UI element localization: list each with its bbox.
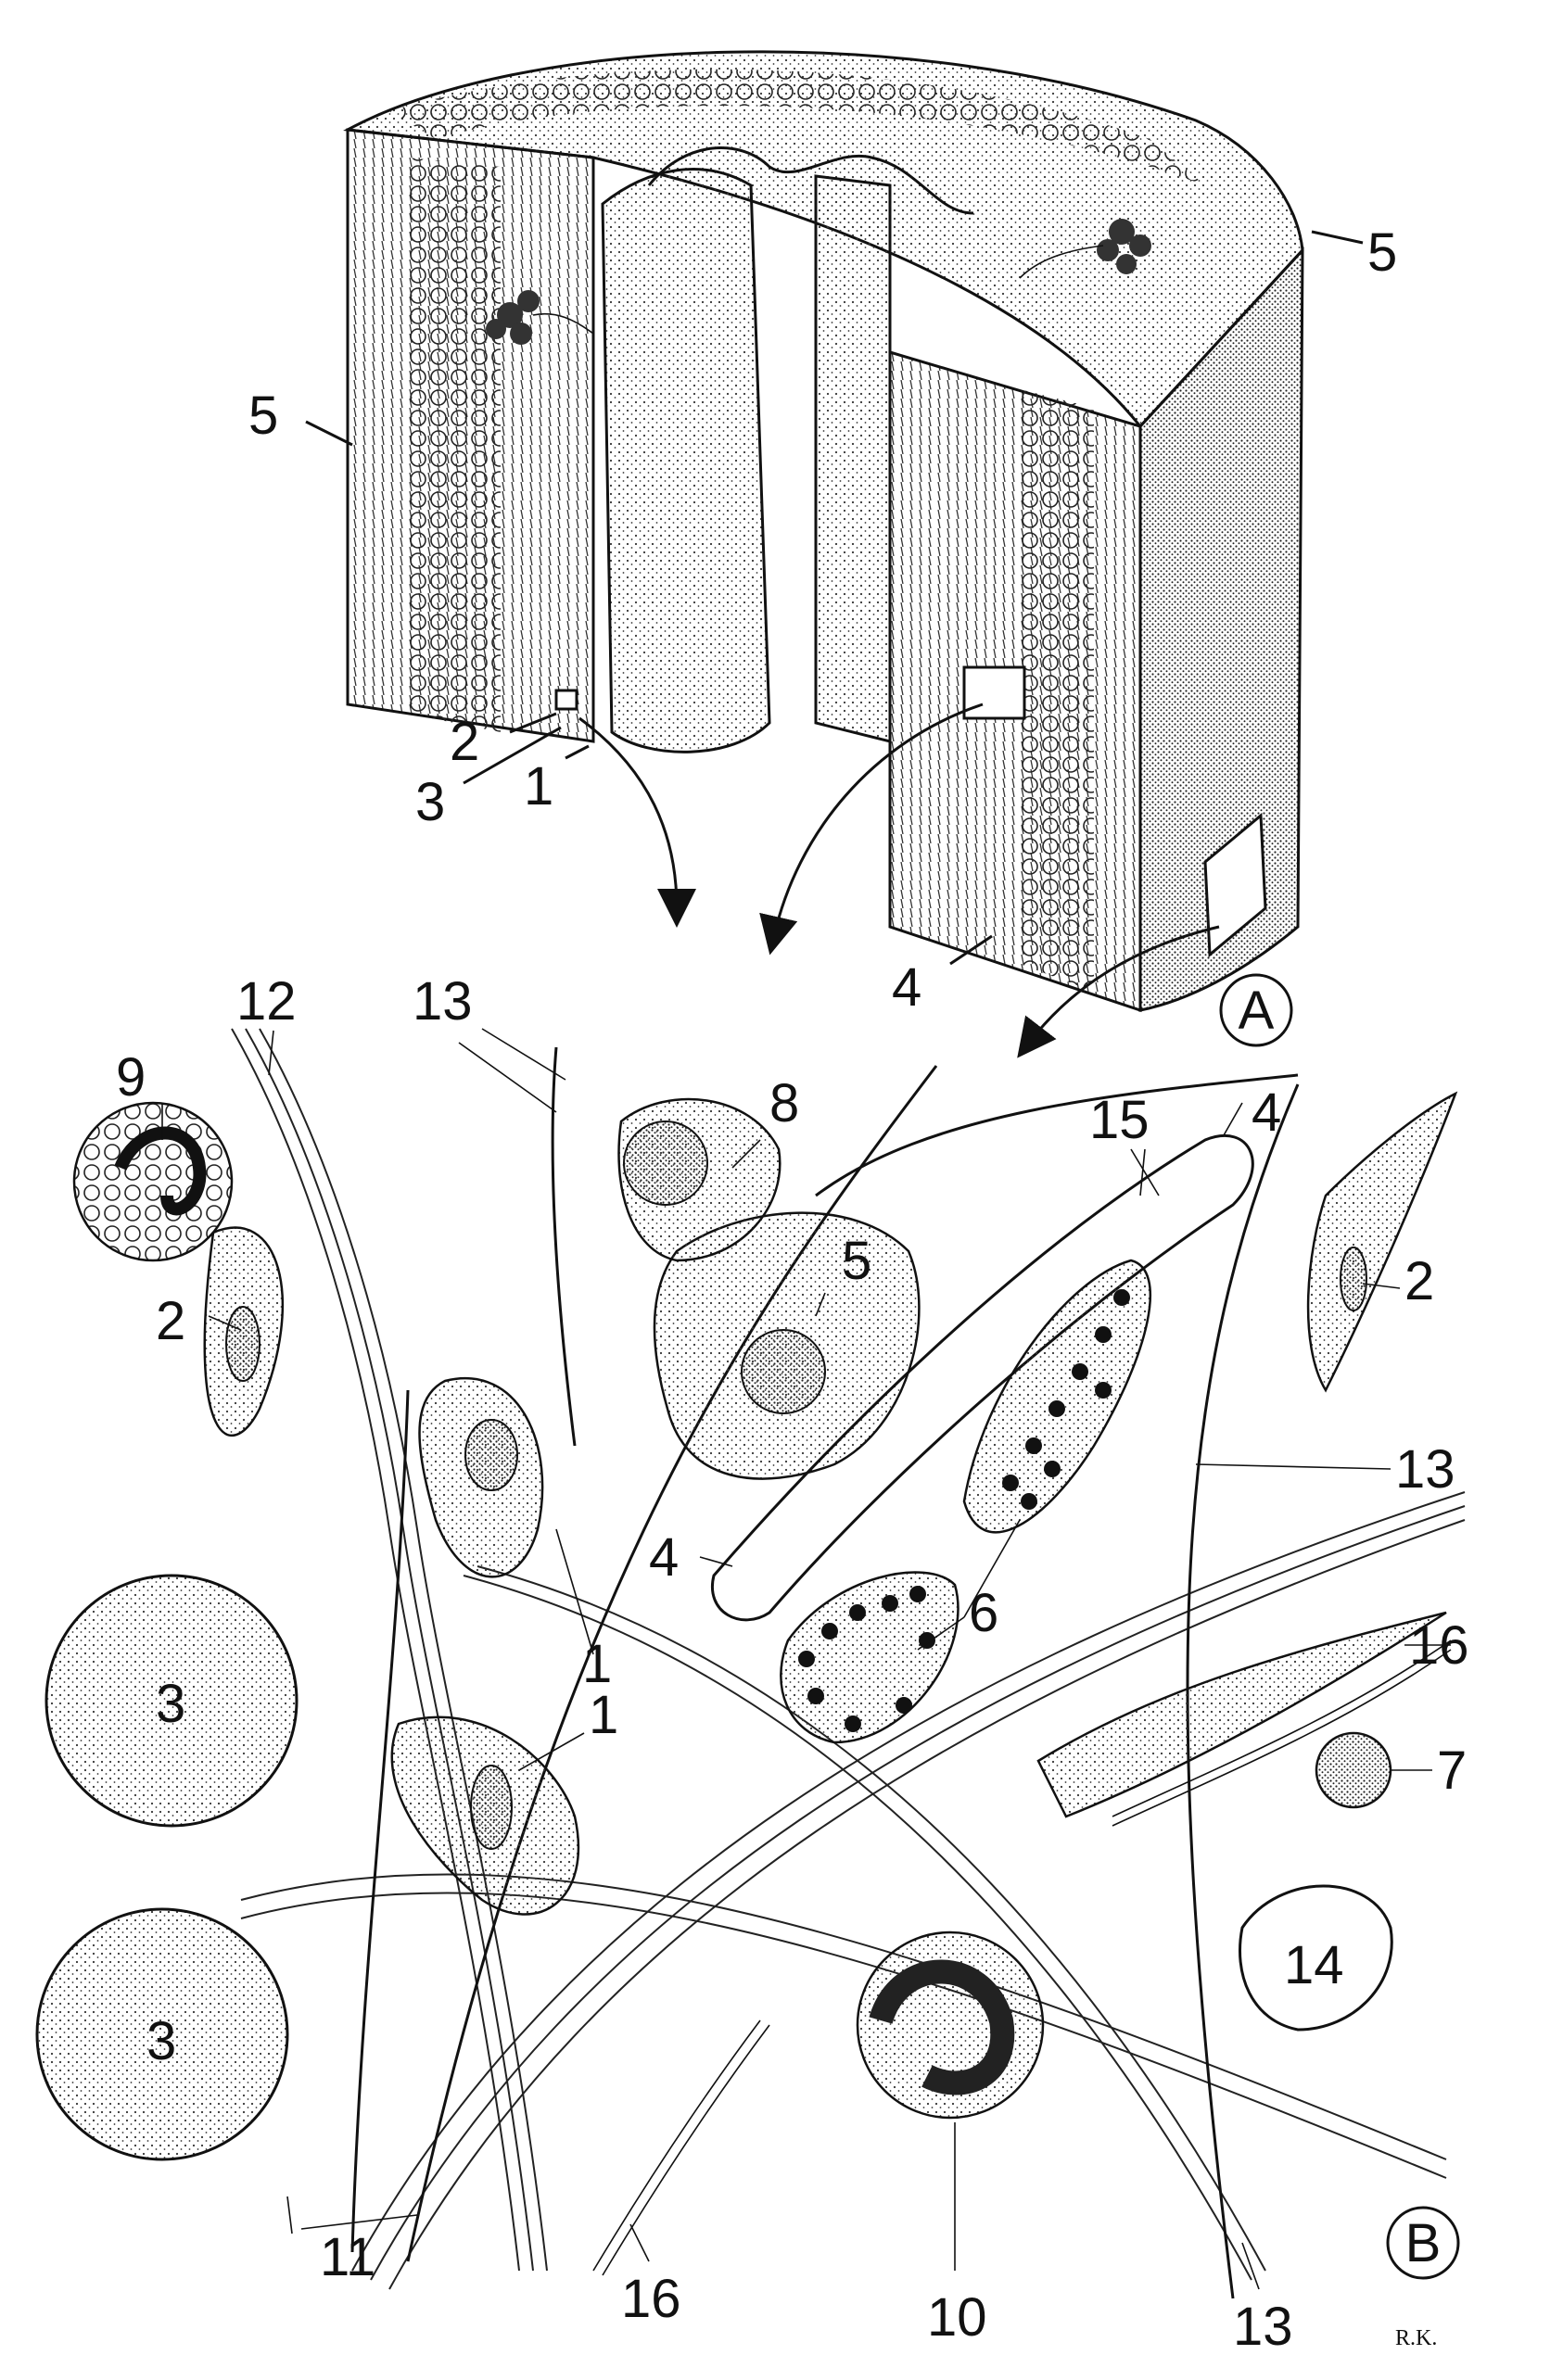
panel-b-letter: B xyxy=(1405,2213,1442,2273)
label-b-6: 6 xyxy=(969,1583,998,1643)
label-b-16-bottom: 16 xyxy=(621,2269,681,2329)
sample-window-large xyxy=(962,665,1026,720)
label-a-5-left: 5 xyxy=(248,386,278,446)
label-b-4-top: 4 xyxy=(1252,1082,1281,1143)
label-b-13-top: 13 xyxy=(413,971,473,1032)
label-a-4: 4 xyxy=(892,957,921,1018)
sample-window-small xyxy=(554,689,578,711)
label-b-5: 5 xyxy=(842,1231,871,1291)
right-wall-cell-band xyxy=(1020,389,1094,992)
label-b-16-right: 16 xyxy=(1409,1615,1469,1676)
artist-signature: R.K. xyxy=(1395,2326,1437,2350)
elastic-fibers xyxy=(350,1046,1300,2299)
label-b-1-top: 1 xyxy=(582,1634,612,1694)
label-b-11: 11 xyxy=(320,2227,375,2287)
label-b-13-mid: 13 xyxy=(1395,1439,1455,1500)
label-b-10: 10 xyxy=(927,2287,987,2348)
gland-cluster-left xyxy=(486,290,594,345)
lymphocyte xyxy=(1315,1731,1392,1809)
eosinophil xyxy=(72,1101,234,1262)
top-surface xyxy=(343,50,1304,429)
mucosa-fold xyxy=(647,146,974,215)
label-a-1: 1 xyxy=(524,756,553,817)
panel-b-tissue xyxy=(35,1028,1466,2299)
adipocytes xyxy=(35,1574,299,2161)
label-b-2-right: 2 xyxy=(1404,1251,1434,1311)
capillary xyxy=(711,1133,1254,1622)
label-b-13-bottom: 13 xyxy=(1233,2297,1293,2357)
panel-a-labels: 5 5 2 3 1 4 A xyxy=(248,222,1397,1047)
label-a-3: 3 xyxy=(415,772,445,832)
label-b-2-left: 2 xyxy=(156,1291,185,1351)
panel-b-labels: 12 13 9 8 15 4 5 2 2 13 4 6 1 1 16 3 7 1… xyxy=(116,971,1469,2357)
sample-window-outer xyxy=(1203,812,1267,958)
label-a-2: 2 xyxy=(450,712,479,772)
collagen-fibers xyxy=(231,1028,1466,2290)
label-b-9: 9 xyxy=(116,1047,146,1108)
label-b-4-left: 4 xyxy=(649,1527,679,1588)
label-b-8: 8 xyxy=(769,1073,799,1133)
panel-a-letter: A xyxy=(1239,981,1275,1041)
label-b-7: 7 xyxy=(1437,1741,1467,1801)
magnification-arrows xyxy=(578,703,1220,1058)
small-vessel xyxy=(1239,1884,1393,2032)
reticular-fibers xyxy=(592,1639,1452,2276)
gland-cluster-right xyxy=(1019,219,1151,279)
panel-a-block xyxy=(343,50,1304,1013)
top-cell-band xyxy=(389,69,1205,185)
lumen-center xyxy=(814,174,892,743)
label-b-3-bottom: 3 xyxy=(146,2011,176,2071)
lumen-mucosa xyxy=(601,168,771,753)
left-wall-cell-band xyxy=(408,158,501,732)
fibroblasts xyxy=(203,1091,1458,1916)
label-b-3-top: 3 xyxy=(156,1674,185,1734)
mast-cells xyxy=(780,1259,1151,1744)
panel-a-circle xyxy=(1219,973,1293,1047)
label-b-14: 14 xyxy=(1284,1935,1344,1995)
label-b-15: 15 xyxy=(1089,1090,1150,1150)
label-b-12: 12 xyxy=(236,971,297,1032)
panel-b-circle xyxy=(1386,2206,1460,2280)
label-a-5-right: 5 xyxy=(1367,222,1397,283)
label-b-1-bottom: 1 xyxy=(589,1685,618,1745)
